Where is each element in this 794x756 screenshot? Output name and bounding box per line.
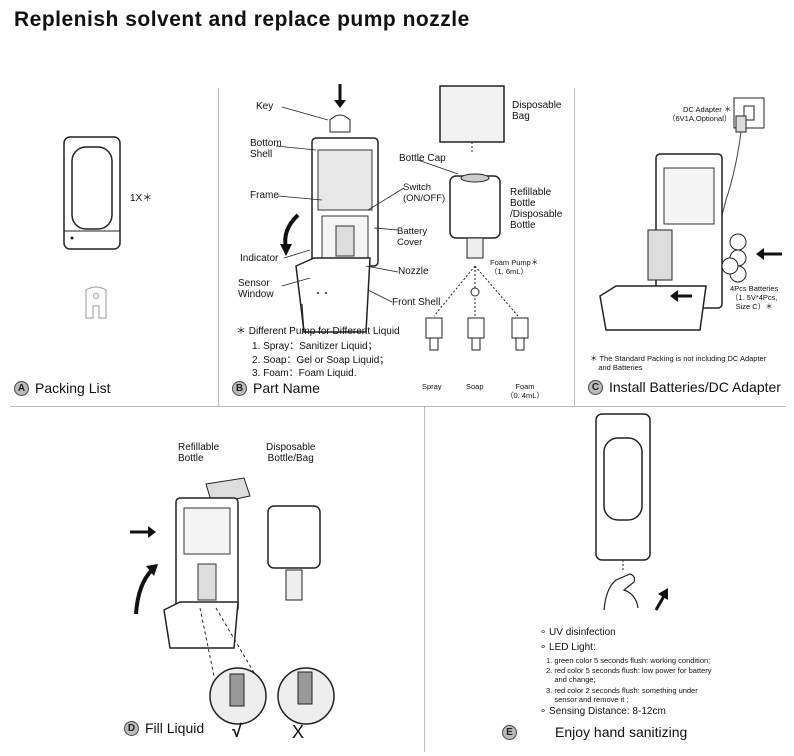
label-battery-cover: Battery Cover <box>397 226 428 248</box>
section-d-title: Fill Liquid <box>145 720 205 736</box>
section-c-title: Install Batteries/DC Adapter <box>609 379 781 395</box>
label-disposable-d: Disposable Bottle/Bag <box>266 442 316 464</box>
section-a-label: A Packing List <box>14 380 110 396</box>
label-sensor-window: Sensor Window <box>238 278 274 300</box>
label-indicator: Indicator <box>240 253 279 264</box>
label-refillable-bottle-d: Refillable Bottle <box>178 442 220 464</box>
label-batteries: 4Pcs Batteries （1. 5V*4Pcs, Size C）＊ <box>730 284 779 311</box>
section-c-label: C Install Batteries/DC Adapter <box>588 379 781 395</box>
label-nozzle: Nozzle <box>398 266 429 277</box>
section-e-title: Enjoy hand sanitizing <box>555 724 688 740</box>
pump-type-foam: Foam （0. 4mL） <box>506 382 544 400</box>
part-diagram <box>275 84 529 351</box>
section-b-label: B Part Name <box>232 380 320 396</box>
page-title: Replenish solvent and replace pump nozzl… <box>14 8 470 31</box>
pump-note-2: 2. Soap：Gel or Soap Liquid； <box>252 355 390 366</box>
pump-note-1: 1. Spray：Sanitizer Liquid； <box>252 341 378 352</box>
dispenser-front-icon <box>63 136 121 250</box>
fill-diagram <box>130 477 335 725</box>
distance-item: ∘ Sensing Distance: 8-12cm <box>540 706 666 717</box>
label-switch: Switch (ON/OFF) <box>403 182 446 204</box>
battery-diagram <box>599 97 782 331</box>
pump-type-soap: Soap <box>466 382 484 391</box>
divider <box>218 88 219 406</box>
section-e-badge: E <box>502 724 517 740</box>
pump-note-title: ＊ Different Pump for Different Liquid <box>236 326 400 337</box>
distance-text: Sensing Distance: 8-12cm <box>549 706 666 717</box>
section-e-label: E Enjoy hand sanitizing <box>502 724 687 740</box>
led-title-text: LED Light: <box>549 642 596 653</box>
section-d-label: D Fill Liquid <box>124 720 204 736</box>
packing-qty: 1X＊ <box>130 193 153 204</box>
correct-mark: √ <box>232 721 242 741</box>
dispenser-sensing-icon <box>595 413 668 611</box>
wrong-mark: X <box>292 722 305 742</box>
section-a-title: Packing List <box>35 380 111 396</box>
uv-text: UV disinfection <box>549 627 616 638</box>
led-item-2: 2. red color 5 seconds flush: low power … <box>546 666 712 684</box>
divider <box>10 406 786 407</box>
section-b-badge: B <box>232 380 247 396</box>
led-title: ∘ LED Light: <box>540 642 596 653</box>
led-item-1: 1. green color 5 seconds flush: working … <box>546 656 711 665</box>
label-front-shell: Front Shell <box>392 297 441 308</box>
section-d-badge: D <box>124 720 139 736</box>
pump-type-spray: Spray <box>422 382 442 391</box>
label-bottom-shell: Bottom Shell <box>250 138 282 160</box>
section-a-badge: A <box>14 380 29 396</box>
uv-item: ∘ UV disinfection <box>540 627 616 638</box>
label-bottle-cap: Bottle Cap <box>399 153 446 164</box>
pump-note-3: 3. Foam：Foam Liquid. <box>252 368 357 379</box>
label-dc-adapter: DC Adapter ＊ （6V1A,Optional） <box>668 105 732 123</box>
label-key: Key <box>256 101 274 112</box>
divider <box>574 88 575 406</box>
section-b-title: Part Name <box>253 380 320 396</box>
section-c-badge: C <box>588 379 603 395</box>
led-item-3: 3. red color 2 seconds flush: something … <box>546 686 698 704</box>
key-icon <box>85 286 107 319</box>
divider <box>424 406 425 752</box>
label-refillable-bottle: Refillable Bottle /Disposable Bottle <box>510 187 563 231</box>
label-frame: Frame <box>250 190 279 201</box>
label-foam-pump: Foam Pump＊ （1. 6mL） <box>490 258 539 276</box>
battery-note: ＊ The Standard Packing is not including … <box>590 354 767 372</box>
label-disposable-bag: Disposable Bag <box>512 100 562 122</box>
